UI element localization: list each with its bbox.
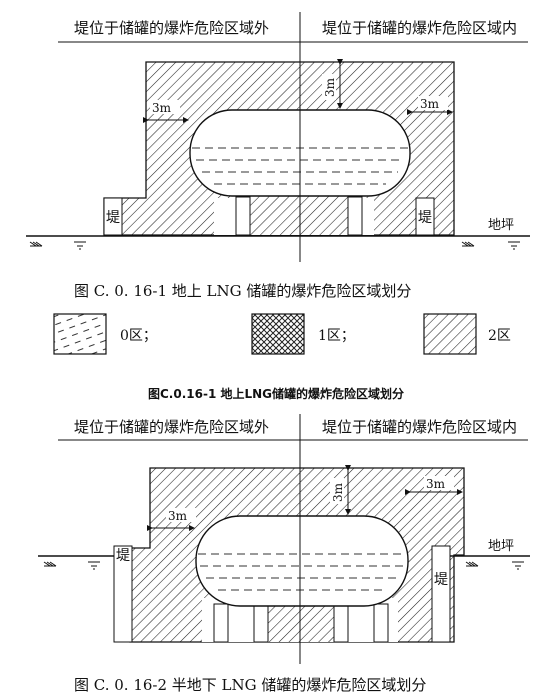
tank-body-2 [195,515,409,607]
dim-left-label: 3m [152,101,172,115]
dike-right-label-2: 堤 [434,572,448,588]
legend-zone0-label: 0区； [120,328,157,344]
ground-label: 地坪 [488,218,514,233]
dim-left-bg-2 [166,508,196,522]
tank2-support-4 [373,603,389,643]
liquid-zone0-2 [198,553,406,591]
dike-right-2 [431,545,451,643]
figure-1-caption: 图 C. 0. 16-1 地上 LNG 储罐的爆炸危险区域划分 [74,282,411,300]
legend-zone1-label: 1区； [318,328,355,344]
ground-symbol-right-2 [465,561,524,570]
dim-left-bg [150,100,180,114]
tank-support-right [347,196,363,236]
legend-zone0-swatch [53,313,107,355]
tank2-support-2 [253,603,269,643]
header-left-label-2: 堤位于储罐的爆炸危险区域外 [74,418,269,436]
header-right-label: 堤位于储罐的爆炸危险区域内 [322,19,517,37]
legend-zone2-swatch [423,313,477,355]
legend-zone1-swatch [251,313,305,355]
dim-left-label-2: 3m [168,509,188,523]
dim-right-bg [418,96,448,110]
dim-top-bg-2 [330,478,344,504]
dim-top-label: 3m [323,77,337,97]
ground-symbol-left [29,241,86,250]
ground-label-2: 地坪 [488,539,514,554]
dike-left-label: 堤 [106,210,120,226]
legend-zone2-label: 2区 [488,328,511,344]
zone2-between-supports [250,198,348,235]
dike-left-2 [113,545,133,643]
dike-left-label-2: 堤 [116,548,130,564]
figure-2-caption: 图 C. 0. 16-2 半地下 LNG 储罐的爆炸危险区域划分 [74,676,426,694]
dike-left [103,197,123,236]
ground-symbol-left-2 [43,561,100,570]
dim-top-bg [322,74,336,100]
dim-right-label-2: 3m [426,477,446,491]
figure-1: 堤位于储罐的爆炸危险区域外 堤位于储罐的爆炸危险区域内 堤 堤 3m [26,12,530,355]
ground-symbol-right [461,241,520,250]
figure-2: 堤位于储罐的爆炸危险区域外 堤位于储罐的爆炸危险区域内 堤 堤 3m [38,414,530,694]
dim-right-label: 3m [420,97,440,111]
tank2-support-3 [333,603,349,643]
dike-right [415,197,435,236]
zone2-under-tank-2 [268,604,334,642]
tank-support-left [235,196,251,236]
dim-right-bg-2 [424,476,454,490]
tank2-support-1 [213,603,229,643]
dim-top-label-2: 3m [331,482,345,502]
header-right-label-2: 堤位于储罐的爆炸危险区域内 [322,418,517,436]
dike-right-label: 堤 [418,210,432,226]
header-left-label: 堤位于储罐的爆炸危险区域外 [74,19,269,37]
figure-1-title: 图C.0.16-1 地上LNG储罐的爆炸危险区域划分 [148,386,404,401]
